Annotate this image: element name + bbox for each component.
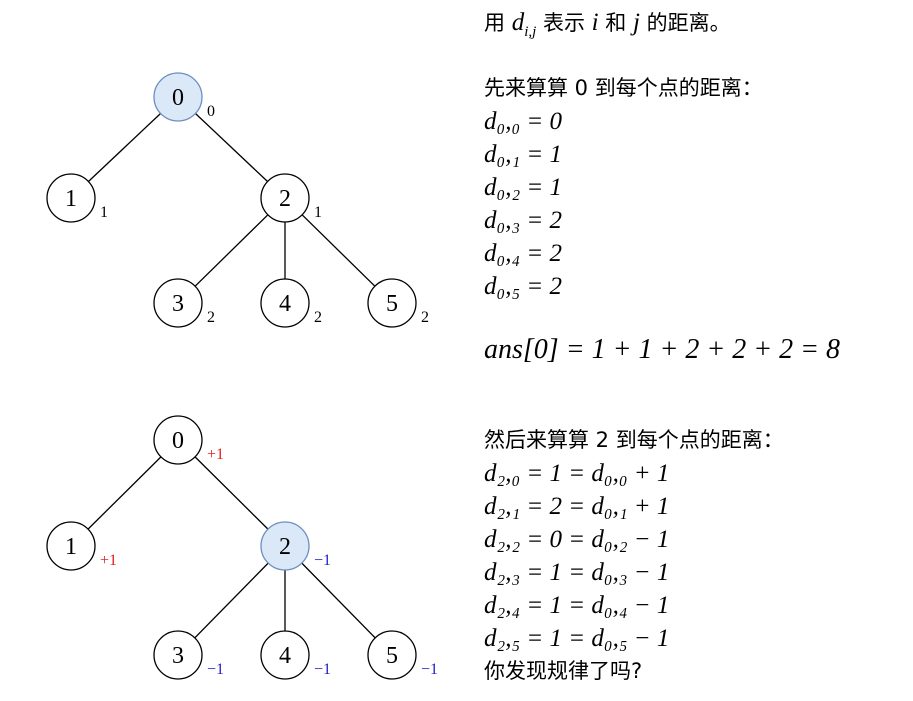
closing-question: 你发现规律了吗? [484,659,643,683]
distance-annotation: 2 [314,309,322,326]
edge-2-3 [194,214,269,287]
distance-annotation: −1 [207,661,224,678]
tree-1: 0 0 1 1 2 1 3 2 4 2 5 2 [46,72,429,328]
node-circle [153,415,203,465]
intro-math-i: i [591,9,599,36]
intro-text-2: 表示 [536,11,592,35]
node-circle [46,521,96,571]
edge-2-3 [194,562,269,639]
distance-annotation: −1 [314,552,331,569]
node-circle [46,173,96,223]
ans-panel: ans[0] = 1 + 1 + 2 + 2 + 2 = 8 [484,333,840,366]
edge-2-5 [301,214,376,287]
section1-line-1: d₀,₁ = 1 [484,141,563,168]
edge-0-1 [87,456,162,530]
section1-line-5: d₀,₅ = 2 [484,273,563,300]
distance-annotation: −1 [314,661,331,678]
distance-annotation: −1 [421,661,438,678]
section2-line-5: d₂,₅ = 1 = d₀,₅ − 1 [484,625,670,652]
intro-text-4: 的距离。 [639,11,731,35]
node-circle [153,630,203,680]
distance-annotation: 0 [207,103,215,120]
highlighted-node-circle [153,72,203,122]
edge-0-1 [88,113,161,182]
section2-line-4: d₂,₄ = 1 = d₀,₄ − 1 [484,592,670,619]
section1-line-4: d₀,₄ = 2 [484,240,563,267]
explanation-panel: 用 di,j 表示 i 和 j 的距离。 [484,6,731,40]
intro-math-d: di,j [511,9,537,40]
node-circle [367,630,417,680]
distance-annotation: 2 [207,309,215,326]
node-label: 5 [386,643,398,669]
node-circle [260,630,310,680]
section2-panel: 然后来算算 2 到每个点的距离： d₂,₀ = 1 = d₀,₀ + 1 d₂,… [484,424,784,688]
distance-annotation: 2 [421,309,429,326]
node-label: 0 [172,428,184,454]
intro-text-1: 用 [484,11,512,35]
node-label: 2 [279,534,291,560]
node-label: 1 [65,534,77,560]
section2-line-1: d₂,₁ = 2 = d₀,₁ + 1 [484,493,670,520]
highlighted-node-circle [260,521,310,571]
section2-line-3: d₂,₃ = 1 = d₀,₃ − 1 [484,559,670,586]
section1-line-2: d₀,₂ = 1 [484,174,563,201]
node-label: 5 [386,291,398,317]
section1-line-0: d₀,₀ = 0 [484,108,563,135]
distance-annotation: +1 [207,446,224,463]
section1-heading: 先来算算 0 到每个点的距离： [484,76,763,100]
section2-line-2: d₂,₂ = 0 = d₀,₂ − 1 [484,526,670,553]
tree-2: 0 +1 1 +1 2 −1 3 −1 4 −1 5 −1 [46,415,438,680]
node-label: 0 [172,85,184,111]
node-circle [367,278,417,328]
section2-heading: 然后来算算 2 到每个点的距离： [484,428,784,452]
section2-line-0: d₂,₀ = 1 = d₀,₀ + 1 [484,460,670,487]
node-label: 3 [172,291,184,317]
distance-annotation: 1 [100,204,108,221]
node-circle [260,173,310,223]
tree-diagram: 0 0 1 1 2 1 3 2 4 2 5 2 0 +1 1 +1 2 −1 3 −1 4 −1 5 −1 [46,72,438,680]
edge-0-2 [195,113,268,182]
intro-text-3: 和 [598,11,633,35]
node-label: 1 [65,186,77,212]
node-label: 4 [279,643,291,669]
ans-line: ans[0] = 1 + 1 + 2 + 2 + 2 = 8 [484,334,841,365]
edge-2-5 [301,562,376,639]
distance-annotation: +1 [100,552,117,569]
node-circle [260,278,310,328]
node-label: 3 [172,643,184,669]
edge-0-2 [194,456,269,530]
section1-panel: 先来算算 0 到每个点的距离： d₀,₀ = 0 d₀,₁ = 1 d₀,₂ =… [484,72,763,303]
intro-math-j: j [632,9,640,36]
intro-line: 用 di,j 表示 i 和 j 的距离。 [484,6,731,40]
section1-line-3: d₀,₃ = 2 [484,207,563,234]
distance-annotation: 1 [314,204,322,221]
node-label: 2 [279,186,291,212]
node-circle [153,278,203,328]
node-label: 4 [279,291,291,317]
